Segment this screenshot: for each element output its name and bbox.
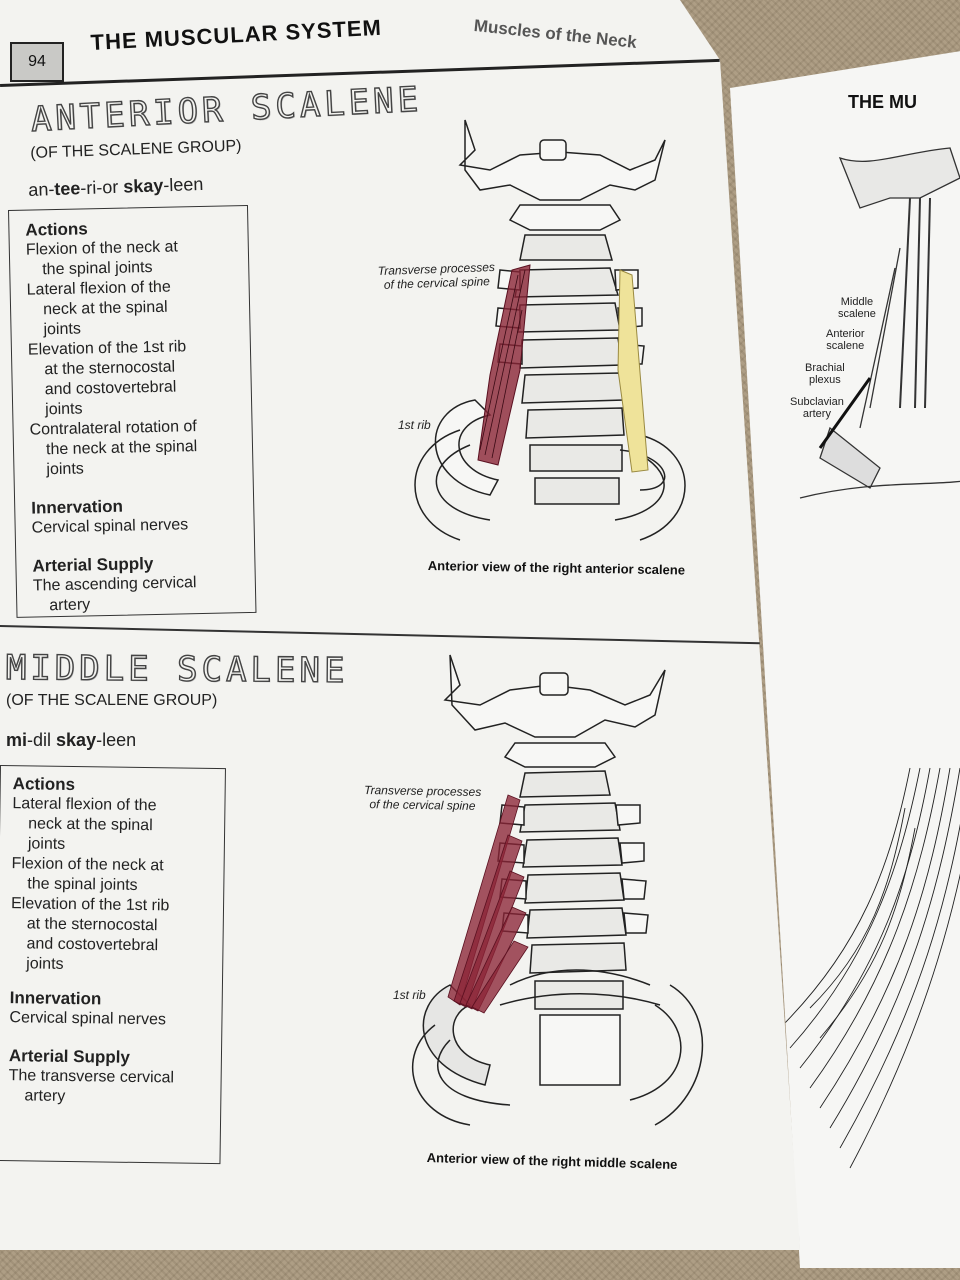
action-line: Flexion of the neck at	[11, 855, 164, 875]
middle-group-label: (OF THE SCALENE GROUP)	[6, 692, 218, 709]
middle-scalene-title: MIDDLE SCALENE	[5, 647, 349, 691]
action-line: joints	[26, 955, 64, 973]
anterior-scalene-figure	[414, 119, 686, 541]
action-line: Lateral flexion of the	[12, 795, 157, 815]
middle-innervation-heading: Innervation	[9, 988, 102, 1009]
page-number: 94	[10, 42, 64, 82]
middle-scalene-figure	[411, 654, 704, 1126]
middle-actions-heading: Actions	[12, 774, 76, 795]
right-page-illustration	[779, 147, 960, 1169]
anterior-info-box: Actions Flexion of the neck at the spina…	[8, 204, 257, 618]
left-page	[0, 0, 800, 1250]
middle-arterial-1: The transverse cervical	[8, 1067, 175, 1087]
action-line: and costovertebral	[26, 935, 159, 955]
action-line: at the sternocostal	[26, 915, 158, 935]
action-line: joints	[27, 835, 66, 853]
middle-arterial-heading: Arterial Supply	[8, 1046, 130, 1067]
right-page-header: THE MU	[848, 92, 917, 112]
action-line: Elevation of the 1st rib	[10, 895, 170, 915]
middle-label-rib: 1st rib	[393, 988, 426, 1002]
middle-innervation: Cervical spinal nerves	[9, 1009, 167, 1029]
anterior-innervation: Cervical spinal nerves	[31, 516, 189, 537]
anterior-label-rib: 1st rib	[398, 418, 431, 432]
action-line: neck at the spinal	[28, 815, 153, 835]
action-line: the spinal joints	[27, 875, 138, 894]
middle-pronunciation: mi-dil skay-leen	[6, 730, 137, 750]
middle-info-box: Actions Lateral flexion of the neck at t…	[0, 765, 226, 1165]
middle-arterial-2: artery	[24, 1087, 66, 1105]
action-line: joints	[46, 460, 84, 479]
anterior-arterial-2: artery	[49, 596, 91, 615]
